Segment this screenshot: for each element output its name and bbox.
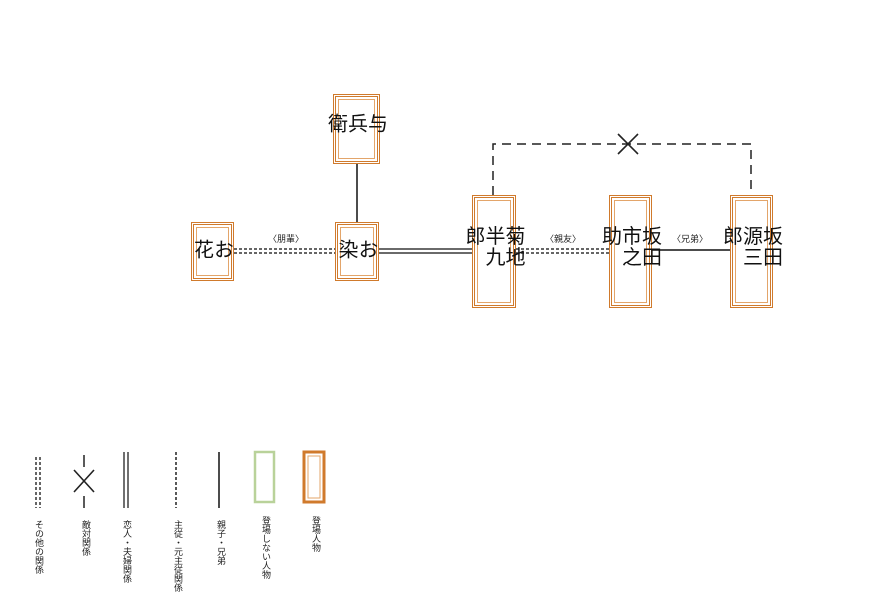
- legend-symbol-lovers: [123, 452, 129, 508]
- line-kikuchi-genzaburo-enemy: [492, 133, 752, 195]
- character-box-kikuchi: 菊地半九郎: [462, 195, 526, 308]
- relation-label-ichinosuke-genzaburo: 〈兄弟〉: [671, 235, 709, 245]
- character-box-yohei: 与兵衛: [324, 94, 389, 164]
- legend-label-lovers: 恋人・夫婦関係: [121, 520, 131, 583]
- legend-label-master-servant: 主従・元主従関係: [172, 520, 182, 592]
- character-box-osome: お染: [335, 222, 379, 281]
- character-name-ohana: お花: [190, 238, 235, 260]
- character-box-genzaburo: 坂田源三郎: [719, 195, 784, 308]
- legend-symbol-not-appearing: [253, 450, 276, 504]
- legend-label-enemy: 敵対関係: [80, 520, 90, 556]
- relation-label-kikuchi-ichinosuke: 〈親友〉: [544, 235, 582, 245]
- legend-symbol-enemy: [73, 455, 95, 508]
- line-kikuchi-ichinosuke: [516, 248, 609, 254]
- legend-label-other: その他の関係: [33, 520, 43, 574]
- character-box-ohana: お花: [190, 222, 235, 281]
- character-name-kikuchi: 菊地半九郎: [462, 224, 526, 267]
- character-name-yohei: 与兵衛: [324, 113, 389, 134]
- line-osome-kikuchi: [379, 248, 472, 254]
- legend-label-parent-sibling: 親子・兄弟: [215, 520, 225, 565]
- relation-label-ohana-osome: 〈朋輩〉: [267, 235, 305, 245]
- legend-label-not-appearing: 登場しない人物: [260, 516, 270, 579]
- character-name-genzaburo: 坂田源三郎: [719, 224, 784, 267]
- legend-symbol-appearing: [302, 450, 326, 504]
- character-name-osome: お染: [335, 238, 379, 260]
- legend-label-appearing: 登場人物: [310, 516, 320, 552]
- character-box-ichinosuke: 坂田市之助: [598, 195, 663, 308]
- character-name-ichinosuke: 坂田市之助: [598, 224, 663, 267]
- legend-symbol-other: [35, 457, 41, 508]
- line-ohana-osome: [234, 248, 335, 254]
